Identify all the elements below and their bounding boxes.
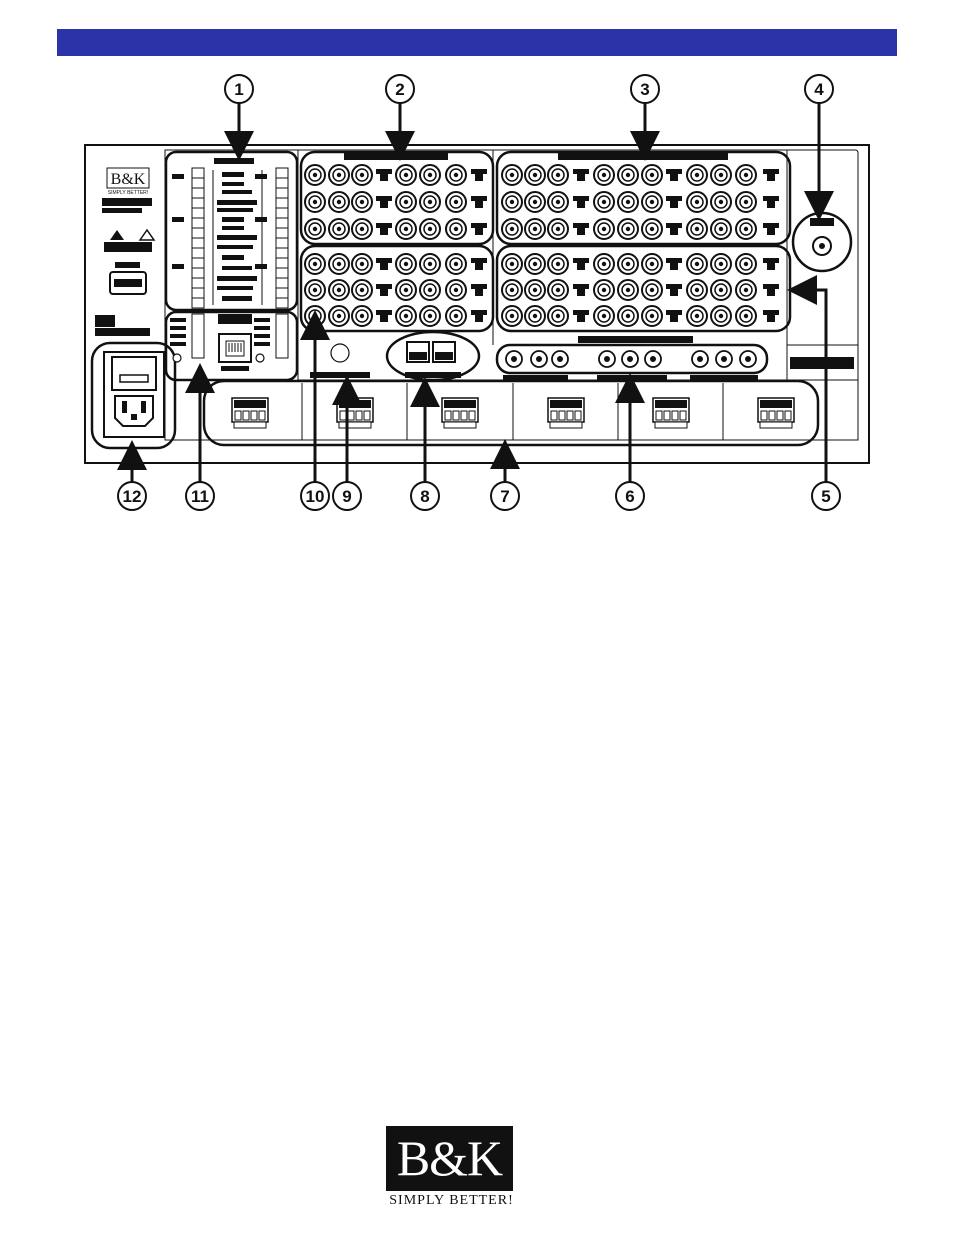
control-terminal-strip-left [191,167,205,309]
callout-3: 3 [640,80,649,99]
callout-10: 10 [306,487,325,506]
callout-2: 2 [395,80,404,99]
panel-logo-tagline: SIMPLY BETTER! [108,190,148,196]
callout-7: 7 [500,487,509,506]
ground-post[interactable] [330,343,350,363]
callout-11: 11 [191,487,209,506]
callout-4: 4 [814,80,824,99]
callout-10-outline [299,244,495,333]
caution-triangle-icon [138,228,156,241]
callout-5: 5 [821,487,830,506]
callout-8: 8 [420,487,429,506]
lower-video-jacks [304,253,487,327]
video-input-jacks [304,164,487,240]
footer-logo-tagline: SIMPLY BETTER! [389,1193,514,1208]
callout-6: 6 [625,487,634,506]
fuse-holder[interactable] [111,356,157,391]
warning-triangle-icon [110,230,124,240]
iec-socket[interactable] [114,395,154,427]
panel-logo: B&K SIMPLY BETTER! [106,167,150,196]
inner-panel [164,149,859,441]
audio-jacks [505,350,757,368]
footer-logo: B&K [386,1126,513,1191]
callout-9: 9 [342,487,351,506]
control-terminal-strip-right [275,167,289,309]
panel-logo-brand: B&K [111,171,146,188]
callout-12: 12 [123,487,142,506]
header-banner [57,29,897,56]
callout-1: 1 [234,80,243,99]
